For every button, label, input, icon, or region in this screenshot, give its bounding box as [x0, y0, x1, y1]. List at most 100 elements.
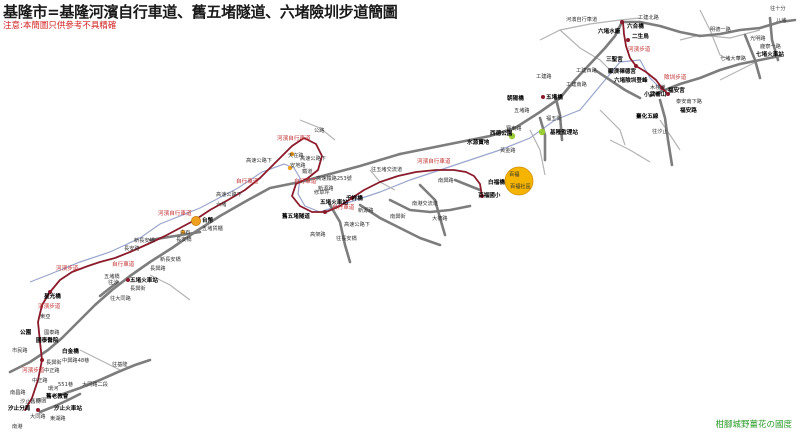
label: 長興街	[130, 284, 146, 292]
label: 長興街	[46, 358, 62, 366]
label: 南興街	[390, 212, 406, 220]
label: 自行車道	[236, 177, 259, 185]
station-marker	[323, 210, 327, 214]
label: 南港交流道	[412, 199, 438, 207]
label: 工建北路	[638, 13, 660, 21]
label: 臺化五線	[636, 112, 659, 120]
label: 新長安橋	[160, 255, 182, 263]
label: 六堵	[216, 200, 226, 208]
label: 新源路	[358, 206, 374, 214]
station-marker	[634, 64, 638, 68]
label: 南昌路	[10, 388, 26, 396]
label: 自行車道	[332, 203, 355, 211]
label: 百福社區	[510, 182, 531, 190]
label: 泰安南下路	[676, 97, 703, 105]
main-roads	[8, 16, 797, 414]
label: 高架路	[310, 230, 326, 238]
label: 舊五堵隧道	[282, 212, 310, 220]
label: 水源寶地	[466, 138, 490, 146]
label: 往大同路	[110, 294, 132, 302]
label: 白石	[180, 228, 190, 236]
station-marker	[660, 86, 664, 90]
disclaimer-note: 注意:本簡圖只供參考不具精確	[3, 21, 117, 31]
label: 工建路	[536, 72, 552, 80]
label: 鐵道	[302, 167, 312, 175]
label: 星光橋	[44, 292, 61, 300]
label: 白福橋	[488, 178, 505, 186]
page-title: 基隆市=基隆河濱自行車道、舊五堵隧道、六堵險圳步道簡圖	[3, 3, 398, 21]
label: 中興路48巷	[62, 356, 90, 364]
label: 險圳步道	[664, 73, 687, 81]
station-marker	[480, 194, 484, 198]
station-marker	[541, 95, 545, 99]
label: 河濱自行車道	[277, 134, 311, 142]
label: 551巷	[58, 381, 74, 388]
river-line	[29, 59, 661, 283]
label: 河濱自行車道	[158, 209, 192, 217]
label: 自行車道	[294, 177, 317, 185]
green-poi	[538, 128, 546, 136]
label: 河濱步道	[56, 264, 79, 272]
label: 公園	[20, 328, 32, 336]
label: 六堵險圳登峰	[614, 76, 648, 84]
label: 工建南路	[566, 80, 588, 88]
label: 八堵	[776, 16, 786, 24]
label: 五堵火車站	[320, 198, 348, 206]
label: 長安路	[124, 244, 140, 252]
label: 往十分	[770, 4, 786, 12]
label: 自行車道	[112, 260, 135, 268]
label: 中正路	[32, 376, 48, 384]
label: 台幣	[202, 216, 214, 224]
label: 安地路	[290, 161, 306, 169]
label: 汐止分局	[8, 404, 31, 412]
label: 大同路	[30, 412, 46, 420]
label: 福安路	[679, 106, 697, 114]
label: 顯濟禪德宮	[608, 67, 636, 75]
label: 國泰路	[44, 328, 60, 336]
label: 大德路	[432, 214, 448, 222]
label: 長興路	[150, 264, 166, 272]
station-marker	[626, 38, 630, 42]
label: 百福	[509, 170, 519, 178]
orange-dot	[289, 151, 295, 157]
label: 中正路	[44, 366, 60, 374]
label: 五堵貨櫃	[202, 224, 223, 232]
label: 國泰醫院	[36, 336, 59, 344]
label: 六合橋	[627, 22, 644, 30]
label: 汐止舊街	[20, 397, 41, 405]
label: 河濱步道	[22, 366, 45, 374]
label: 西德公園	[490, 129, 513, 137]
label: 百福國小	[478, 191, 501, 199]
label: 七堵火車站	[756, 50, 784, 58]
label: 河濱自行車道	[566, 15, 597, 23]
label: 鹿寮一路	[760, 42, 782, 50]
label: 基隆監理站	[549, 128, 578, 136]
label: 舊老教會	[46, 392, 69, 400]
label: 白金橋	[62, 347, 79, 355]
label: 環河	[48, 384, 58, 392]
label: 汐止火車站	[54, 404, 82, 412]
label: 工建西路	[576, 66, 598, 74]
station-marker	[40, 358, 44, 362]
label: 小武崙山	[644, 90, 667, 98]
credit-text: 柑腳城野薑花の國度	[715, 420, 792, 430]
map-labels: 往十分 八堵 明德一路 光明路 七堵火車站 鹿寮一路 七堵大華路 河濱自行車道 …	[8, 4, 786, 430]
station-marker	[126, 278, 130, 282]
label: 市民路	[12, 346, 28, 354]
station-marker	[666, 92, 670, 96]
label: 木棧道	[650, 83, 666, 91]
minor-roads	[79, 9, 781, 371]
orange-dot	[287, 165, 293, 171]
label: 南興路	[438, 176, 454, 184]
label: 往汐止	[652, 127, 668, 135]
label: 東湖路	[50, 414, 66, 422]
label: 明德一路	[710, 25, 732, 33]
label: 河濱步道	[38, 302, 61, 310]
label: 新源路	[318, 184, 334, 192]
label: 福五街	[546, 114, 562, 122]
label: 東亞	[40, 312, 50, 320]
label: 西園	[36, 397, 46, 404]
label: 高速鐵路253號	[316, 174, 353, 182]
bike-route	[24, 137, 483, 411]
